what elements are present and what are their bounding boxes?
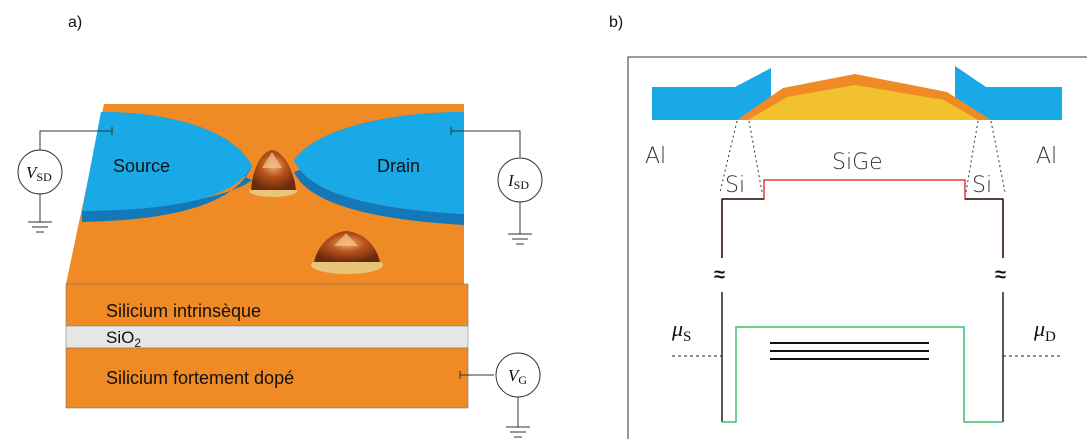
quantum-dot-lower [311, 231, 383, 274]
drain-label: Drain [377, 156, 420, 176]
al-contact-left-pad [652, 87, 735, 120]
source-electrode [82, 112, 252, 211]
vg-circuit: VG [459, 352, 541, 438]
axis-break-left: ≈ [714, 264, 725, 286]
intrinsic-silicon-layer [65, 283, 469, 327]
si-right-label: Si [972, 173, 992, 198]
drain-electrode [294, 112, 464, 214]
panel-b: b) Al Al SiGe Si Si ≈ ≈ [609, 14, 1087, 439]
si-left-label: Si [725, 173, 745, 198]
source-label: Source [113, 156, 170, 176]
mu-s-label: μS [671, 316, 691, 345]
doped-silicon-label: Silicium fortement dopé [106, 368, 294, 388]
band-edge-top [721, 179, 1004, 258]
vsd-label: VSD [26, 163, 52, 184]
sige-island [748, 85, 978, 120]
sige-label: SiGe [832, 150, 883, 175]
axis-break-right: ≈ [995, 264, 1006, 286]
oxide-label: SiO2 [106, 328, 141, 350]
al-contact-right-pad [986, 87, 1062, 120]
intrinsic-silicon-label: Silicium intrinsèque [106, 301, 261, 321]
al-right-label: Al [1036, 144, 1057, 169]
al-left-label: Al [645, 144, 666, 169]
quantum-well [722, 326, 1003, 423]
vsd-circuit: VSD [17, 127, 113, 233]
panel-a-label: a) [68, 14, 82, 31]
panel-b-label: b) [609, 14, 623, 31]
quantum-dot-center [249, 150, 297, 197]
isd-circuit: ISD [450, 127, 543, 245]
doped-silicon-layer [65, 347, 469, 409]
vg-label: VG [508, 366, 527, 387]
isd-label: ISD [507, 171, 529, 192]
panel-a: a) Source Drain Silicium intrinsèque SiO… [17, 14, 543, 438]
panel-b-frame [627, 56, 1087, 439]
mu-d-label: μD [1033, 316, 1056, 345]
